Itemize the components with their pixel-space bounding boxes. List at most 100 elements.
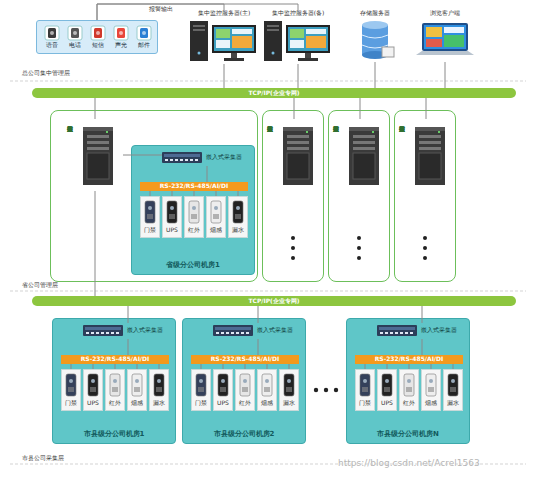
bus-node: RS-232/RS-485/AI/DI: [61, 355, 169, 364]
device-node: 红外: [105, 369, 125, 411]
icon-node: 声光: [110, 24, 131, 53]
connector-line: [97, 4, 298, 20]
connector-line: [289, 364, 290, 369]
icon-label: 声光: [110, 42, 131, 49]
collector-label: 嵌入式采集器: [421, 327, 457, 334]
device-node: 烟感: [257, 369, 277, 411]
device-symbol: [231, 200, 245, 224]
band-node: TCP/IP(企业专网): [32, 88, 516, 98]
device-symbol: [130, 373, 144, 397]
device-label: 漏水: [444, 400, 462, 407]
server-symbol: [415, 123, 447, 187]
laptop-symbol: [412, 19, 478, 59]
collector-symbol: [377, 323, 417, 338]
device-node: 烟感: [127, 369, 147, 411]
device-node: 漏水: [149, 369, 169, 411]
device-label: UPS: [214, 400, 232, 407]
connector-line: [422, 306, 423, 323]
server-node: 省级数据采集监控服务器: [67, 119, 123, 191]
device-label: 门禁: [141, 227, 159, 234]
device-label: 烟感: [422, 400, 440, 407]
device-symbol: [165, 200, 179, 224]
connector-line: [258, 339, 259, 355]
device-symbol: [260, 373, 274, 397]
connector-line: [115, 364, 116, 369]
layer-separator: [10, 464, 526, 465]
storage-label: 存储服务器: [352, 10, 398, 17]
bus-node: RS-232/RS-485/AI/DI: [191, 355, 299, 364]
connector-line: [294, 98, 295, 119]
connector-line: [422, 339, 423, 355]
device-symbol: [194, 373, 208, 397]
connector-line: [216, 191, 217, 196]
connector-line: [97, 4, 224, 20]
connector-line: [224, 64, 225, 88]
device-node: 门禁: [61, 369, 81, 411]
band-node: TCP/IP(企业专网): [32, 296, 516, 306]
region-node: 省级数据采集监控服务器: [328, 110, 390, 282]
room-label: 省级分公司机房1: [132, 262, 254, 270]
room-node: 省级分公司机房1嵌入式采集器RS-232/RS-485/AI/DI门禁UPS红外…: [131, 145, 255, 275]
server-node: 省级数据采集监控服务器: [399, 119, 453, 191]
region-node: 省级数据采集监控服务器: [262, 110, 324, 282]
collector-symbol: [162, 150, 202, 165]
server-symbol: [283, 123, 315, 187]
layer-label: 省公司管理层: [22, 282, 58, 289]
layer-separator: [10, 81, 526, 82]
device-symbol: [86, 373, 100, 397]
collector-label: 嵌入式采集器: [127, 327, 163, 334]
connector-line: [194, 191, 195, 196]
collector-label: 嵌入式采集器: [257, 327, 293, 334]
layer-label: 市县公司采集层: [22, 455, 64, 462]
device-node: UPS: [213, 369, 233, 411]
connector-line: [238, 191, 239, 196]
device-symbol: [152, 373, 166, 397]
room-label: 市县级分公司机房2: [183, 431, 305, 439]
collector-symbol: [83, 323, 123, 338]
bus-node: RS-232/RS-485/AI/DI: [355, 355, 463, 364]
device-label: 漏水: [150, 400, 168, 407]
icon-node: 电话: [64, 24, 85, 53]
alarm-node: 语音电话短信声光邮件: [36, 20, 158, 54]
pc-label: 集中监控服务器(主): [188, 10, 260, 17]
icon-node: 短信: [87, 24, 108, 53]
room-label: 市县级分公司机房1: [53, 431, 175, 439]
connector-line: [71, 364, 72, 369]
device-label: UPS: [84, 400, 102, 407]
device-node: 烟感: [206, 196, 226, 238]
connector-line: [387, 364, 388, 369]
connector-line: [365, 364, 366, 369]
bus-label: RS-232/RS-485/AI/DI: [355, 356, 463, 363]
room-node: 市县级分公司机房2嵌入式采集器RS-232/RS-485/AI/DI门禁UPS红…: [182, 318, 306, 444]
device-label: 红外: [106, 400, 124, 407]
device-symbol: [380, 373, 394, 397]
alarm-icon: [67, 25, 83, 41]
device-symbol: [402, 373, 416, 397]
device-node: 漏水: [279, 369, 299, 411]
room-node: 市县级分公司机房1 嵌入式采集器 RS-232/RS-485/AI/DI 门禁UPS 红…: [52, 318, 176, 444]
device-symbol: [238, 373, 252, 397]
icon-node: 语音: [41, 24, 62, 53]
storage-node: 存储服务器: [352, 10, 398, 62]
device-symbol: [216, 373, 230, 397]
device-node: 红外: [184, 196, 204, 238]
connector-line: [172, 191, 173, 196]
connector-line: [137, 364, 138, 369]
device-node: 门禁: [191, 369, 211, 411]
layer-label: 总公司集中管理层: [22, 70, 70, 77]
connector-line: [298, 64, 299, 88]
alarm-icon: [44, 25, 60, 41]
icon-label: 电话: [64, 42, 85, 49]
region-node: 省级数据采集监控服务器省级分公司机房1嵌入式采集器RS-232/RS-485/A…: [50, 110, 258, 282]
connector-line: [128, 306, 129, 323]
connector-line: [267, 364, 268, 369]
device-symbol: [64, 373, 78, 397]
connector-line: [453, 364, 454, 369]
connector-line: [207, 166, 208, 182]
alarm-icon: [136, 25, 152, 41]
device-node: 漏水: [443, 369, 463, 411]
collector-node: 嵌入式采集器: [162, 150, 252, 166]
device-label: 红外: [400, 400, 418, 407]
